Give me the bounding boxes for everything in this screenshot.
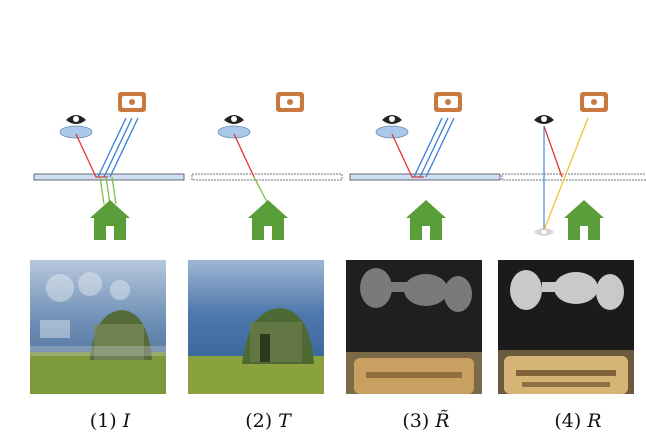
caption-prefix: (2) (245, 410, 273, 432)
glass-pane (33, 173, 185, 181)
house-icon (406, 200, 446, 240)
photo-reflection (498, 260, 634, 394)
glass-pane (349, 173, 501, 181)
ray-yellow (543, 117, 589, 231)
caption-1: (1)I (50, 410, 170, 432)
caption-symbol: T (278, 410, 291, 432)
ray-red (543, 125, 563, 178)
caption-symbol: R (587, 410, 602, 432)
ray-red (75, 133, 108, 178)
ray-blue-3 (109, 117, 139, 178)
caption-2: (2)T (208, 410, 328, 432)
photo-mixture (30, 260, 166, 394)
lens-ellipse (217, 125, 251, 139)
house-icon (90, 200, 130, 240)
eye-icon (534, 115, 554, 124)
caption-prefix: (3) (402, 410, 430, 432)
eye-icon (382, 115, 402, 124)
camera-icon (434, 92, 462, 112)
caption-prefix: (1) (89, 410, 117, 432)
ray-green-2 (105, 176, 111, 205)
diagram-transmission (191, 92, 343, 240)
eye-ghost-icon (534, 228, 554, 236)
house-icon (564, 200, 604, 240)
caption-symbol: R̃ (435, 410, 450, 432)
caption-symbol: I (122, 410, 131, 432)
ray-blue-2 (419, 117, 449, 178)
ray-blue-1 (97, 117, 127, 178)
ray-blue-2 (103, 117, 133, 178)
photo-transmission (188, 260, 324, 394)
lens-ellipse (59, 125, 93, 139)
ray-green (253, 176, 269, 205)
diagram-reflection (501, 92, 646, 240)
camera-icon (580, 92, 608, 112)
photo-reflection-observed (346, 260, 482, 394)
ray-green-3 (111, 176, 117, 205)
glass-pane (501, 173, 646, 181)
ray-blue-1 (413, 117, 443, 178)
ray-green-1 (99, 176, 105, 205)
caption-prefix: (4) (554, 410, 582, 432)
caption-4: (4)R (518, 410, 638, 432)
diagram-mixture (33, 92, 185, 240)
ray-red (391, 133, 424, 178)
camera-icon (118, 92, 146, 112)
lens-ellipse (375, 125, 409, 139)
caption-3: (3)R̃ (366, 410, 486, 432)
house-icon (248, 200, 288, 240)
camera-icon (276, 92, 304, 112)
ray-red (233, 133, 255, 178)
diagram-reflection-observed (349, 92, 501, 240)
ray-blue-3 (425, 117, 455, 178)
eye-icon (224, 115, 244, 124)
eye-icon (66, 115, 86, 124)
glass-pane (191, 173, 343, 181)
